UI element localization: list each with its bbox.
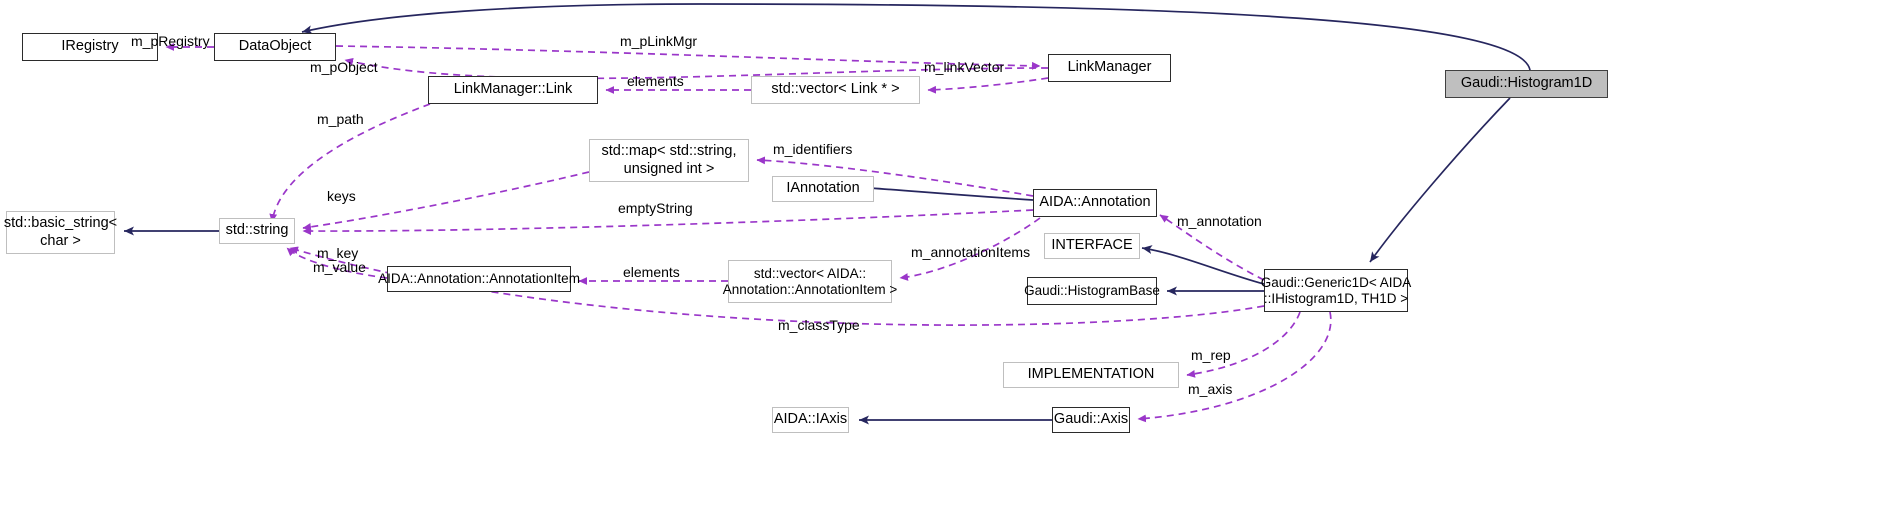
edge-label-keys: keys	[327, 188, 356, 204]
edge-label-m-rep: m_rep	[1191, 347, 1231, 363]
node-gaudi-histogrambase[interactable]: Gaudi::HistogramBase	[1024, 277, 1160, 305]
edge-label-emptystring: emptyString	[618, 200, 693, 216]
edge-m-linkvector	[927, 77, 1049, 94]
node-dataobject[interactable]: DataObject	[214, 33, 336, 61]
edge-label-m-path: m_path	[317, 111, 364, 127]
edge-label-m-identifiers: m_identifiers	[773, 141, 853, 157]
edge-label-m-value: m_value	[313, 259, 366, 275]
node-aida-annotation[interactable]: AIDA::Annotation	[1033, 189, 1157, 217]
edge-label-m-axis: m_axis	[1188, 381, 1233, 397]
node-gaudi-generic1d[interactable]: Gaudi::Generic1D< AIDA ::IHistogram1D, T…	[1261, 269, 1411, 312]
edge-inherit-iannotation	[855, 183, 1034, 201]
edge-label-elements-item: elements	[623, 264, 680, 280]
edge-label-elements-link: elements	[627, 73, 684, 89]
node-vector-annotation-item[interactable]: std::vector< AIDA:: Annotation::Annotati…	[723, 260, 897, 303]
edge-label-m-annotationitems: m_annotationItems	[911, 244, 1031, 260]
edge-label-m-pregistry: m_pRegistry	[131, 33, 210, 49]
node-aida-iaxis[interactable]: AIDA::IAxis	[772, 407, 849, 433]
edge-label-m-linkvector: m_linkVector	[924, 59, 1005, 75]
edge-label-m-plinkmgr: m_pLinkMgr	[620, 33, 698, 49]
node-implementation[interactable]: IMPLEMENTATION	[1003, 362, 1179, 388]
node-interface[interactable]: INTERFACE	[1044, 233, 1140, 259]
edge-label-m-classtype: m_classType	[778, 317, 860, 333]
node-map-string-uint[interactable]: std::map< std::string, unsigned int >	[589, 139, 749, 182]
node-std-string[interactable]: std::string	[219, 218, 295, 244]
node-linkmanager-link[interactable]: LinkManager::Link	[428, 76, 598, 104]
node-iregistry[interactable]: IRegistry	[22, 33, 158, 61]
edge-inherit-dataobject	[301, 3, 1531, 71]
node-gaudi-axis[interactable]: Gaudi::Axis	[1052, 407, 1130, 433]
node-linkmanager[interactable]: LinkManager	[1048, 54, 1171, 82]
node-annotation-item[interactable]: AIDA::Annotation::AnnotationItem	[378, 266, 580, 292]
edge-label-m-annotation: m_annotation	[1177, 213, 1262, 229]
node-iannotation[interactable]: IAnnotation	[772, 176, 874, 202]
edge-inherit-interface	[1141, 245, 1265, 285]
node-basic-string[interactable]: std::basic_string< char >	[4, 211, 117, 254]
edge-label-m-pobject: m_pObject	[310, 59, 378, 75]
node-gaudi-histogram1d[interactable]: Gaudi::Histogram1D	[1445, 70, 1608, 98]
node-vector-link-ptr[interactable]: std::vector< Link * >	[751, 76, 920, 104]
edge-inherit-generic1d	[1369, 97, 1511, 263]
edge-m-rep	[1186, 311, 1301, 378]
